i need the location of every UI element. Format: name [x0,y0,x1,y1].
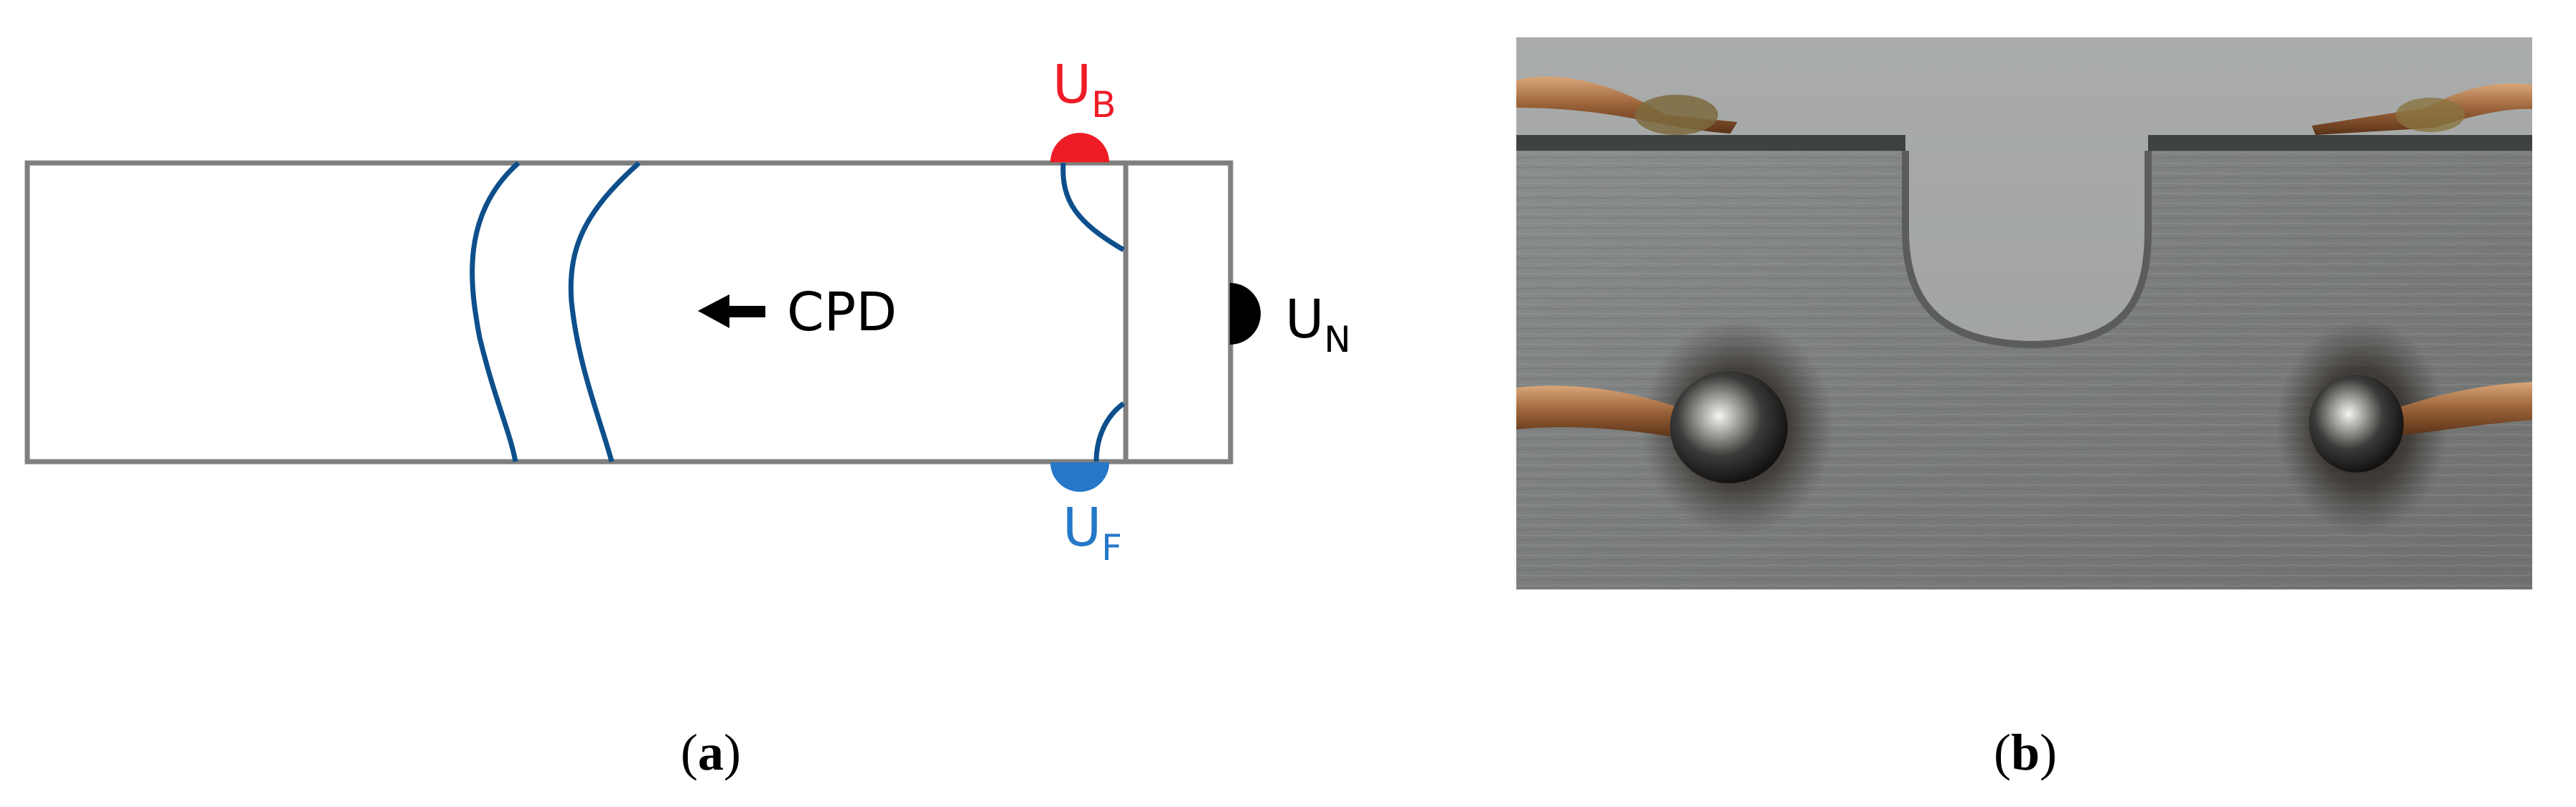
caption-b: (b) [1994,724,2057,781]
back-electrode-label-base: U [1053,54,1091,116]
caption-b-close: ) [2040,724,2057,781]
front-electrode-label-sub: F [1101,527,1122,569]
crack-line-2 [568,161,641,462]
notch-electrode-label-sub: N [1324,319,1350,360]
left-weld-bead [1670,371,1788,483]
panel-b: (b) [1516,37,2532,781]
specimen-outline [24,160,1233,465]
panel-a: UB UF UN CPD (a) [24,54,1351,781]
caption-b-letter: b [2011,724,2040,781]
caption-a: (a) [681,724,741,781]
caption-b-open: ( [1994,724,2011,781]
front-electrode-label-base: U [1063,497,1101,559]
back-electrode-label-sub: B [1091,84,1116,126]
right-side-wire [2398,382,2532,435]
caption-a-letter: a [698,724,724,781]
right-weld-bead [2309,375,2404,472]
back-electrode [1050,133,1109,162]
back-electrode-label: UB [1053,54,1116,126]
left-side-wire [1516,386,1680,438]
crack-line-1 [470,161,521,462]
crack-line-top-right [1060,162,1125,253]
front-electrode-label: UF [1063,497,1122,569]
specimen-photo [1516,37,2532,589]
caption-a-close: ) [724,724,741,781]
notch-electrode [1230,283,1261,345]
caption-a-open: ( [681,724,698,781]
notch-electrode-label-base: U [1285,289,1324,350]
direction-label: CPD [787,281,897,343]
front-electrode [1050,462,1109,492]
notch-electrode-label: UN [1285,289,1351,360]
left-arrow-icon [698,294,765,328]
crack-line-bottom-right [1093,401,1126,462]
